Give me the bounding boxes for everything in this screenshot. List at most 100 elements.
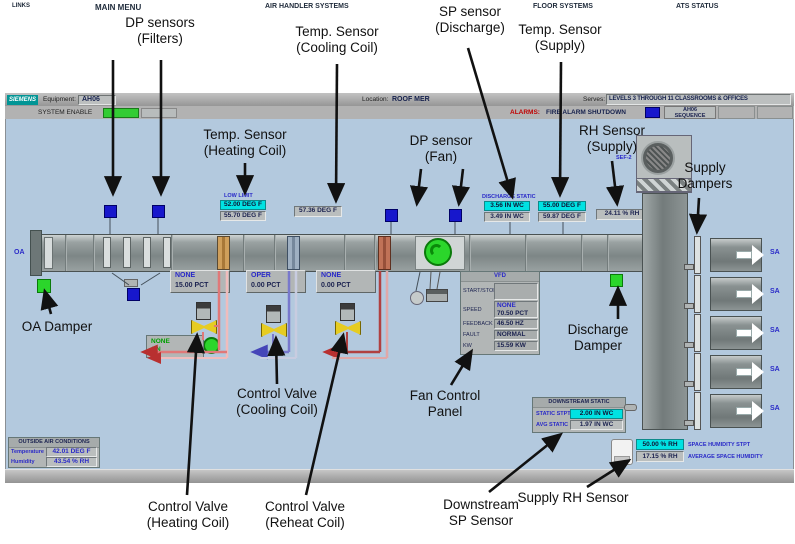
reheat-valve-box[interactable]: NONE 0.00 PCT — [316, 270, 376, 293]
supply-air-arrowhead-icon — [752, 401, 764, 421]
supply-branch: SA — [684, 353, 795, 391]
system-enable-field[interactable] — [141, 107, 177, 118]
avg-static-label: AVG STATIC — [536, 422, 569, 428]
sef-label: SEF-2 — [616, 155, 632, 161]
low-limit-label: LOW LIMIT — [224, 193, 253, 199]
discharge-static-label: DISCHARGE STATIC — [482, 194, 536, 200]
damper-actuator — [684, 264, 694, 270]
filter-slot — [143, 237, 151, 268]
dp-sensor-filter-2 — [152, 205, 165, 218]
location-value: ROOF MER — [392, 96, 430, 103]
vfd-feedback-value: 46.50 HZ — [494, 319, 538, 329]
dp-sensor-filter-1 — [104, 205, 117, 218]
nav-air-handler-systems[interactable]: AIR HANDLER SYSTEMS — [265, 3, 349, 10]
damper-blade[interactable] — [694, 353, 701, 391]
nav-floor-systems[interactable]: FLOOR SYSTEMS — [533, 3, 593, 10]
vfd-speed-label: SPEED — [463, 307, 482, 313]
heating-valve-actuator-icon[interactable] — [196, 302, 211, 320]
siemens-logo: SIEMENS — [7, 94, 38, 105]
oa-damper-indicator[interactable] — [37, 279, 51, 293]
pump-status-box[interactable]: NONE ON — [146, 335, 204, 358]
system-enable-status[interactable] — [103, 107, 139, 118]
dp-sensor-filter-low — [127, 288, 140, 301]
filter-slot — [123, 237, 131, 268]
supply-air-arrow-icon — [736, 251, 752, 259]
humidity-sensor-band — [614, 456, 630, 462]
sequence-button[interactable]: AH06 SEQUENCE — [664, 105, 716, 119]
nav-links[interactable]: LINKS — [12, 3, 30, 9]
system-enable-label: SYSTEM ENABLE — [38, 109, 93, 116]
equipment-value-field — [78, 94, 116, 105]
equipment-value: AH06 — [82, 96, 100, 103]
cooling-valve-pct: 0.00 PCT — [251, 282, 281, 289]
fan-swirl — [430, 244, 443, 257]
dp-sensor-fan-1 — [385, 209, 398, 222]
vfd-start-label: START/STOP — [463, 288, 497, 294]
annotation-temp-cooling: Temp. Sensor (Cooling Coil) — [295, 24, 379, 55]
hw-pump-icon[interactable] — [203, 337, 220, 354]
heating-valve-pct: 15.00 PCT — [175, 282, 209, 289]
vfd-speed-value[interactable]: NONE 70.50 PCT — [494, 301, 538, 318]
annotation-fan-control: Fan Control Panel — [409, 388, 481, 419]
damper-blade[interactable] — [694, 236, 701, 274]
heating-valve-box[interactable]: NONE 15.00 PCT — [170, 270, 230, 293]
discharge-damper-indicator[interactable] — [610, 274, 623, 287]
annotation-oa-damper: OA Damper — [21, 319, 93, 334]
vfd-feedback-label: FEEDBACK — [463, 321, 493, 327]
cooling-valve-actuator-icon[interactable] — [266, 305, 281, 323]
blower-grille — [646, 146, 670, 170]
header-empty-cell — [757, 105, 793, 119]
main-supply-duct — [30, 230, 645, 276]
supply-air-arrow-icon — [736, 290, 752, 298]
supply-air-arrowhead-icon — [752, 323, 764, 343]
discharge-static-setpoint[interactable]: 3.56 IN WC — [484, 201, 530, 211]
oa-temp-value: 42.01 DEG F — [46, 447, 97, 457]
damper-blade[interactable] — [694, 275, 701, 313]
annotation-cv-cooling: Control Valve (Cooling Coil) — [236, 386, 318, 417]
nav-bar — [5, 469, 794, 483]
filter-slot — [103, 237, 111, 268]
supply-rh-value: 24.11 % RH — [596, 209, 648, 220]
filter-slot — [163, 237, 171, 268]
cooling-coil-temp: 57.36 DEG F — [294, 206, 342, 217]
supply-branch: SA — [684, 275, 795, 313]
header-bar — [5, 93, 794, 106]
fan-grille-band — [636, 178, 692, 192]
supply-temp-setpoint[interactable]: 55.00 DEG F — [538, 201, 586, 211]
heating-valve-mode: NONE — [175, 272, 196, 279]
annotation-cv-heating: Control Valve (Heating Coil) — [146, 499, 230, 530]
damper-actuator — [684, 420, 694, 426]
annotation-dp-filters: DP sensors (Filters) — [125, 15, 195, 46]
reheat-coil — [378, 236, 391, 270]
static-stpt-label: STATIC STPT — [536, 411, 571, 417]
static-stpt-value[interactable]: 2.00 IN WC — [570, 409, 623, 419]
damper-blade[interactable] — [694, 392, 701, 430]
damper-blade[interactable] — [694, 314, 701, 352]
annotation-supply-dampers: Supply Dampers — [677, 160, 733, 191]
oa-temp-label: Temperature — [11, 449, 44, 455]
vfd-speed-pct: 70.50 PCT — [497, 310, 529, 317]
fire-alarm-label: FIRE ALARM SHUTDOWN — [546, 109, 626, 116]
discharge-static-value: 3.49 IN WC — [484, 212, 530, 222]
supply-air-arrow-icon — [736, 407, 752, 415]
duct-intake-cap — [30, 230, 42, 276]
vfd-title: VFD — [461, 272, 539, 282]
downstream-static-title: DOWNSTREAM STATIC — [533, 398, 625, 408]
supply-air-arrowhead-icon — [752, 245, 764, 265]
heating-coil-temp: 55.70 DEG F — [220, 211, 266, 221]
reheat-valve-mode: NONE — [321, 272, 342, 279]
low-limit-setpoint[interactable]: 52.00 DEG F — [220, 200, 266, 210]
annotation-temp-supply: Temp. Sensor (Supply) — [518, 22, 602, 53]
vfd-start-value[interactable]: NONE ON — [494, 283, 538, 317]
nav-ats-status[interactable]: ATS STATUS — [676, 3, 719, 10]
sp-sensor-icon — [624, 404, 637, 411]
space-humidity-setpoint[interactable]: 50.00 % RH — [636, 439, 684, 450]
nav-main-menu[interactable]: MAIN MENU — [95, 3, 142, 12]
avg-static-value: 1.97 IN WC — [570, 420, 623, 430]
reheat-valve-actuator-icon[interactable] — [340, 303, 355, 321]
oa-humidity-value: 43.54 % RH — [46, 457, 97, 467]
cooling-valve-box[interactable]: OPER 0.00 PCT — [246, 270, 306, 293]
annotation-discharge-damper: Discharge Damper — [567, 322, 629, 353]
vfd-fault-label: FAULT — [463, 332, 480, 338]
location-label: Location: — [362, 96, 389, 103]
